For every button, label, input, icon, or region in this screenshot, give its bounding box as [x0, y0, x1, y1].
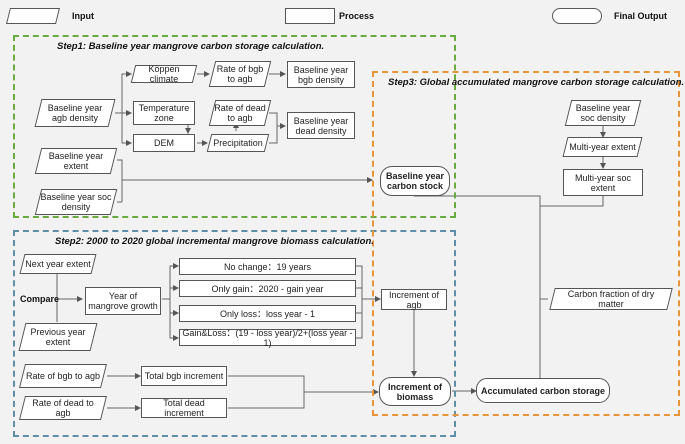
- connector: [162, 263, 179, 300]
- increment-of-agb: Increment of agb: [381, 289, 447, 310]
- legend-process-shape: [285, 8, 335, 24]
- total-dead-increment: Total dead increment: [141, 398, 227, 418]
- carbon-fraction-dry-matter: Carbon fraction of dry matter: [552, 288, 670, 310]
- rate-bgb-to-agb: Rate of bgb to agb: [212, 61, 268, 87]
- compare-label: Compare: [20, 294, 60, 304]
- year-of-mangrove-growth: Year of mangrove growth: [85, 287, 161, 315]
- rate-bgb-to-agb-step2: Rate of bgb to agb: [22, 364, 104, 388]
- legend-output-shape: [552, 8, 602, 24]
- step1-frame: [13, 35, 456, 218]
- multi-year-soc-extent: Multi-year soc extent: [563, 169, 643, 196]
- legend-output-label: Final Output: [614, 11, 667, 21]
- precipitation: Precipitation: [209, 134, 267, 152]
- baseline-year-extent: Baseline year extent: [38, 148, 114, 174]
- baseline-carbon-stock: Baseline year carbon stock: [380, 166, 450, 196]
- step1-title: Step1: Baseline year mangrove carbon sto…: [57, 41, 325, 52]
- only-gain: Only gain：2020 - gain year: [179, 280, 356, 297]
- connector: [121, 113, 132, 146]
- connector: [169, 313, 179, 341]
- multi-year-extent: Multi-year extent: [565, 137, 640, 157]
- connector: [269, 112, 286, 129]
- connector: [117, 159, 123, 202]
- temperature-zone: Temperature zone: [133, 101, 195, 125]
- baseline-bgb-density: Baseline year bgb density: [287, 61, 355, 88]
- baseline-soc-density-step3: Baseline year soc density: [568, 100, 638, 126]
- baseline-dead-density: Baseline year dead density: [287, 112, 355, 139]
- connector: [356, 265, 363, 339]
- step3-frame: [372, 71, 680, 416]
- connector: [540, 196, 604, 207]
- connector: [269, 126, 278, 144]
- total-bgb-increment: Total bgb increment: [141, 366, 227, 386]
- step2-title: Step2: 2000 to 2020 global incremental m…: [55, 236, 374, 247]
- accumulated-carbon-storage: Accumulated carbon storage: [476, 378, 610, 403]
- next-year-extent: Next year extent: [22, 254, 94, 274]
- baseline-agb-density: Baseline year agb density: [38, 99, 112, 127]
- baseline-soc-density-step1: Baseline year soc density: [38, 189, 114, 215]
- koppen-climate: Köppen climate: [133, 64, 195, 84]
- step2-frame: [13, 230, 456, 437]
- legend-process-label: Process: [339, 11, 375, 21]
- connector: [115, 71, 132, 114]
- only-loss: Only loss：loss year - 1: [179, 305, 356, 322]
- rate-dead-to-agb: Rate of dead to agb: [212, 100, 268, 126]
- previous-year-extent: Previous year extent: [22, 323, 94, 351]
- legend-input-label: Input: [72, 11, 94, 21]
- no-change: No change：19 years: [179, 258, 356, 275]
- rate-dead-to-agb-step2: Rate of dead to agb: [22, 396, 104, 420]
- dem: DEM: [133, 134, 195, 152]
- step3-title: Step3: Global accumulated mangrove carbo…: [388, 77, 685, 88]
- legend-input-shape: [8, 8, 58, 24]
- increment-of-biomass: Increment of biomass: [379, 377, 451, 406]
- gain-and-loss: Gain&Loss：(19 - loss year)/2+(loss year …: [179, 328, 356, 348]
